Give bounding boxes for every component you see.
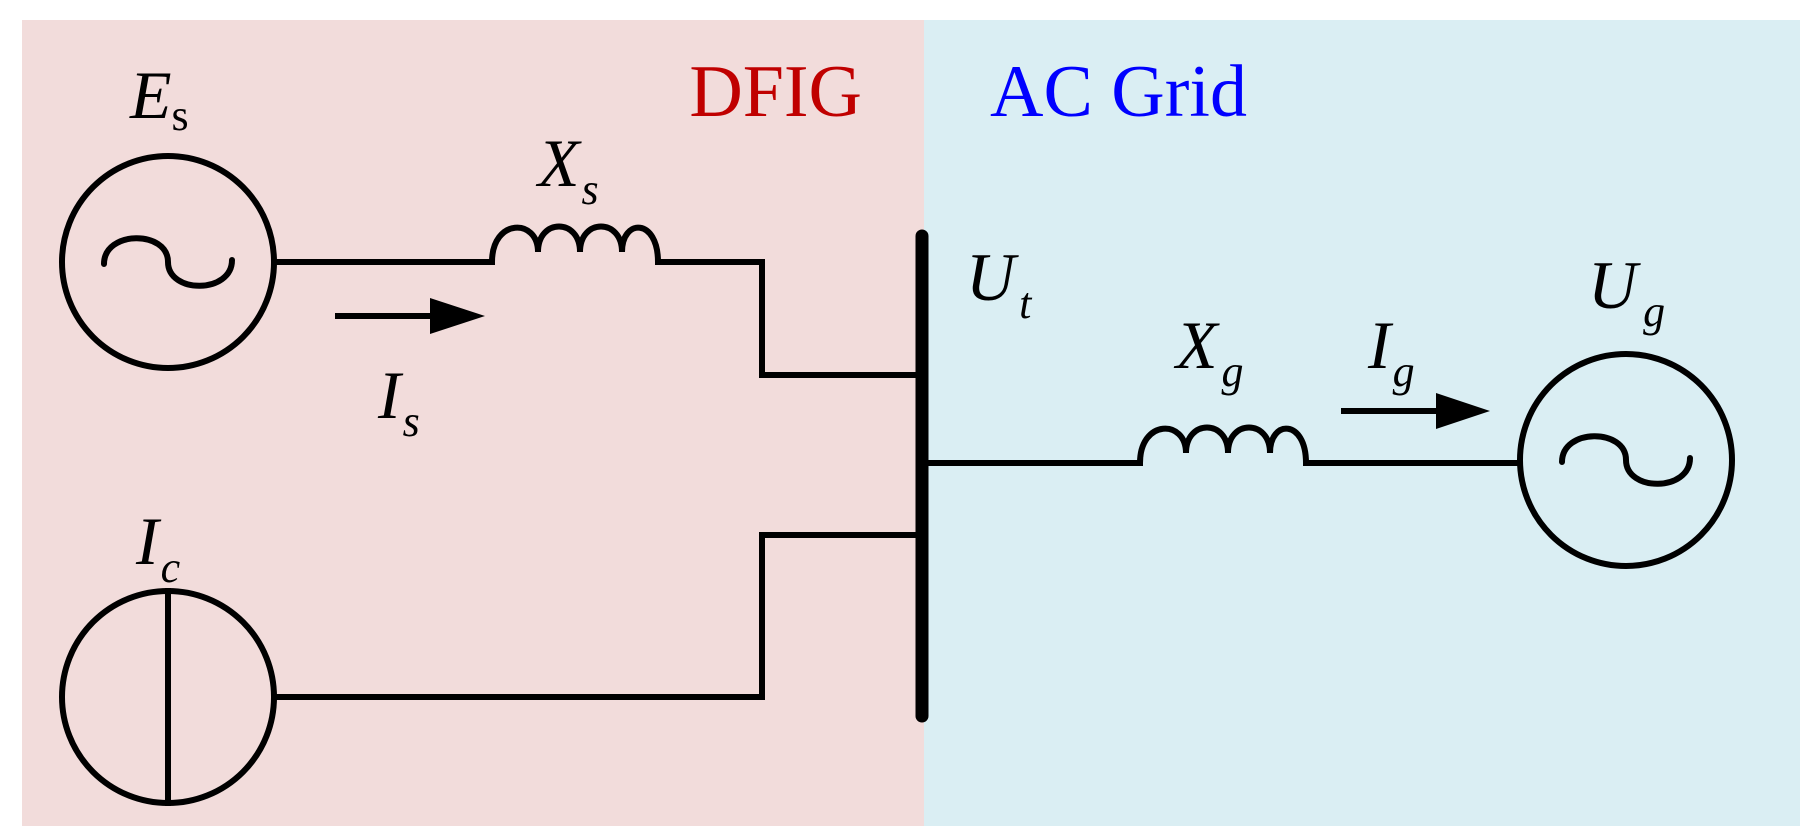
stator-current-arrow <box>335 298 485 334</box>
grid-voltage-source <box>1517 351 1735 569</box>
stator-branch <box>271 223 919 378</box>
sine-wave-icon <box>1559 433 1693 487</box>
ac-grid-region <box>924 20 1800 826</box>
grid-inductor-xg <box>1137 424 1309 466</box>
label-ic: Ic <box>135 503 181 592</box>
grid-current-arrow <box>1341 393 1490 429</box>
stator-inductor-xs <box>489 223 661 265</box>
label-is: Is <box>377 357 420 446</box>
sine-wave-icon <box>101 235 235 289</box>
label-xs: Xs <box>535 125 599 214</box>
dfig-region-label: DFIG <box>689 51 862 133</box>
grid-branch <box>925 424 1523 466</box>
label-ig: Ig <box>1367 307 1415 396</box>
ac-voltage-source-icon <box>1517 351 1735 569</box>
label-xg: Xg <box>1173 307 1244 396</box>
dfig-region <box>22 20 924 826</box>
ac-grid-region-label: AC Grid <box>990 51 1247 133</box>
converter-branch <box>271 532 919 700</box>
label-ut: Ut <box>966 239 1033 328</box>
label-es: Es <box>129 57 189 140</box>
